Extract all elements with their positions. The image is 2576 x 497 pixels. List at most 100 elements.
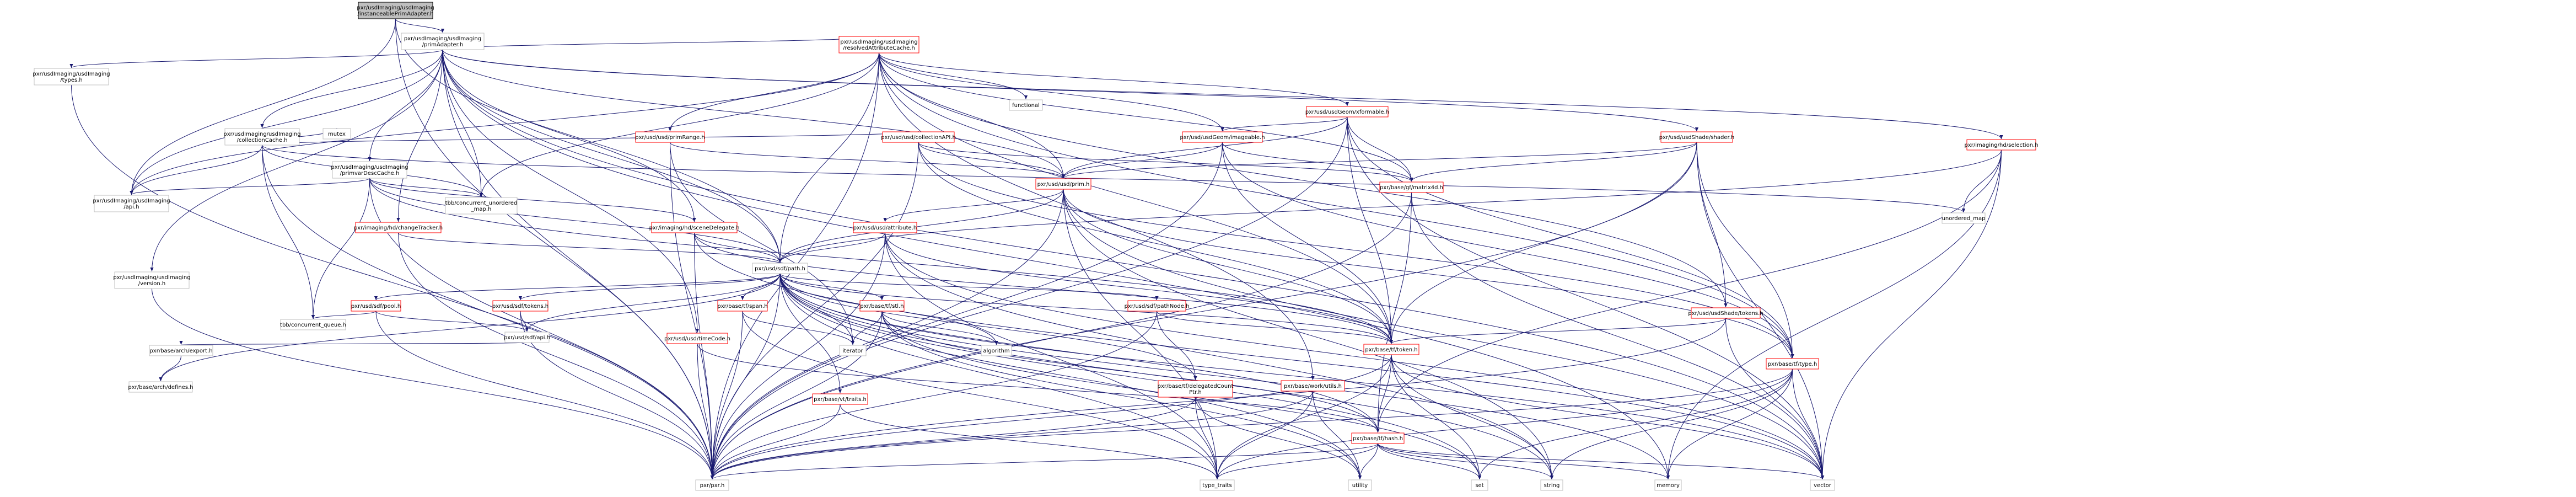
node-box: [1281, 380, 1345, 392]
edge-primAdapter-to-tbbUnordered: [442, 49, 483, 197]
node-pathNode[interactable]: pxr/usd/sdf/pathNode.h: [1125, 300, 1190, 312]
node-functional[interactable]: functional: [1009, 99, 1043, 111]
node-label: pxr/base/work/utils.h: [1284, 383, 1342, 389]
node-label: pxr/pxr.h: [700, 483, 725, 489]
node-sdfPool[interactable]: pxr/usd/sdf/pool.h: [351, 300, 401, 312]
node-tbbQueue[interactable]: tbb/concurrent_queue.h: [280, 319, 346, 330]
node-label: /api.h: [123, 204, 139, 210]
node-types[interactable]: pxr/usdImaging/usdImaging/types.h: [33, 68, 110, 85]
edge-primAdapter-to-memory: [442, 49, 1670, 480]
node-box: [1009, 99, 1043, 111]
node-collectionCache[interactable]: pxr/usdImaging/usdImaging/collectionCach…: [223, 128, 301, 146]
node-xformable[interactable]: pxr/usd/usdGeom/xformable.h: [1305, 106, 1389, 117]
node-primRange[interactable]: pxr/usd/usd/primRange.h: [635, 131, 705, 143]
node-attribute[interactable]: pxr/usd/usd/attribute.h: [853, 222, 917, 233]
edge-tfToken-to-pxr: [710, 354, 1392, 480]
edge-sdfPath-to-archDefines: [159, 273, 781, 382]
node-pxr[interactable]: pxr/pxr.h: [695, 479, 729, 491]
edge-shadeTokens-to-pxr: [710, 318, 1726, 480]
edge-sdfPath-to-set: [779, 273, 1482, 480]
node-archExport[interactable]: pxr/base/arch/export.h: [149, 345, 213, 356]
node-box: [981, 345, 1012, 356]
node-collectionAPI[interactable]: pxr/usd/usd/collectionAPI.h: [881, 131, 956, 143]
edge-sceneDelegate-to-pxr: [694, 232, 714, 480]
edge-resolvedAttributeCache-to-matrix4d: [879, 52, 1413, 182]
node-box: [445, 197, 518, 215]
edge-imageable-to-prim: [1061, 142, 1223, 179]
node-sdfTokens[interactable]: pxr/usd/sdf/tokens.h: [492, 300, 548, 312]
edge-workUtils-to-utility: [1313, 391, 1362, 480]
edge-tfType-to-vector: [1792, 368, 1825, 480]
node-vtTraits[interactable]: pxr/base/vt/traits.h: [812, 393, 868, 405]
node-typeTraits[interactable]: type_traits: [1200, 479, 1235, 491]
node-utility[interactable]: utility: [1348, 479, 1372, 491]
edge-collectionCache-to-collectionAPI: [262, 131, 920, 146]
edge-pathNode-to-tfToken: [1157, 311, 1394, 344]
edge-collectionCache-to-unorderedMap: [262, 145, 1965, 213]
node-unorderedMap[interactable]: unordered_map: [1942, 212, 1986, 224]
node-sceneDelegate[interactable]: pxr/imaging/hd/sceneDelegate.h: [649, 222, 740, 233]
edge-primvarDescCache-to-sceneDelegate: [369, 178, 696, 222]
node-vector[interactable]: vector: [1810, 479, 1835, 491]
edge-prim-to-tfType: [1063, 189, 1794, 359]
node-label: _map.h: [471, 206, 492, 212]
node-mutex[interactable]: mutex: [322, 128, 351, 140]
edge-version-to-pxr: [152, 288, 714, 480]
node-box: [1691, 307, 1761, 319]
node-version[interactable]: pxr/usdImaging/usdImaging/version.h: [113, 271, 191, 289]
node-tfSpan[interactable]: pxr/base/tf/span.h: [717, 300, 768, 312]
edge-resolvedAttributeCache-to-workUtils: [879, 52, 1315, 381]
node-tfToken[interactable]: pxr/base/tf/token.h: [1363, 344, 1419, 355]
node-archDefines[interactable]: pxr/base/arch/defines.h: [128, 381, 193, 393]
node-workUtils[interactable]: pxr/base/work/utils.h: [1281, 380, 1345, 392]
node-sdfApi[interactable]: pxr/usd/sdf/api.h: [504, 332, 550, 343]
node-timeCode[interactable]: pxr/usd/usd/timeCode.h: [664, 333, 730, 344]
edge-primvarDescCache-to-tbbQueue: [311, 178, 370, 319]
node-shader[interactable]: pxr/usd/usdShade/shader.h: [1659, 131, 1734, 143]
edge-sdfPath-to-tfSpan: [740, 273, 781, 301]
edge-root-to-primAdapter: [395, 18, 445, 33]
node-algorithm[interactable]: algorithm: [981, 345, 1012, 356]
edge-timeCode-to-pxr: [697, 343, 714, 480]
node-prim[interactable]: pxr/usd/usd/prim.h: [1035, 178, 1091, 190]
edge-sceneDelegate-to-vector: [694, 232, 1825, 480]
edge-attribute-to-tfToken: [885, 232, 1394, 344]
node-primAdapter[interactable]: pxr/usdImaging/usdImaging/primAdapter.h: [401, 33, 485, 50]
node-label: /collectionCache.h: [237, 137, 288, 143]
node-selection[interactable]: pxr/imaging/hd/selection.h: [1964, 139, 2039, 151]
node-changeTracker[interactable]: pxr/imaging/hd/changeTracker.h: [354, 222, 443, 233]
edge-vtTraits-to-pxr: [710, 404, 841, 480]
node-matrix4d[interactable]: pxr/base/gf/matrix4d.h: [1379, 181, 1444, 193]
node-box: [114, 271, 190, 289]
node-box: [1035, 178, 1091, 190]
node-iterator[interactable]: iterator: [839, 345, 867, 356]
node-memory[interactable]: memory: [1654, 479, 1682, 491]
edge-prim-to-tfToken: [1063, 189, 1394, 344]
node-tfType[interactable]: pxr/base/tf/type.h: [1766, 358, 1819, 370]
node-label: mutex: [328, 131, 346, 137]
node-tfHash[interactable]: pxr/base/tf/hash.h: [1351, 432, 1405, 444]
node-label: pxr/usd/usdGeom/imageable.h: [1180, 135, 1265, 141]
node-box: [1351, 432, 1405, 444]
node-sdfPath[interactable]: pxr/usd/sdf/path.h: [752, 263, 808, 274]
node-api[interactable]: pxr/usdImaging/usdImaging/api.h: [93, 195, 170, 212]
edge-primvarDescCache-to-api: [130, 178, 370, 195]
node-box: [635, 131, 705, 143]
node-label: type_traits: [1202, 483, 1231, 489]
node-primvarDescCache[interactable]: pxr/usdImaging/usdImaging/primvarDescCac…: [331, 161, 408, 179]
node-resolvedAttributeCache[interactable]: pxr/usdImaging/usdImaging/resolvedAttrib…: [838, 36, 919, 54]
node-root[interactable]: pxr/usdImaging/usdImaging/instanceablePr…: [357, 2, 434, 19]
node-box: [332, 161, 407, 179]
edge-tfHash-to-typeTraits: [1215, 443, 1378, 480]
edge-prim-to-sdfPath: [778, 189, 1064, 263]
edge-root-to-api: [130, 18, 396, 195]
edge-vtTraits-to-typeTraits: [840, 404, 1219, 480]
node-set[interactable]: set: [1471, 479, 1488, 491]
node-shadeTokens[interactable]: pxr/usd/usdShade/tokens.h: [1688, 307, 1763, 319]
node-imageable[interactable]: pxr/usd/usdGeom/imageable.h: [1180, 131, 1265, 143]
edge-tfStl-to-iterator: [851, 311, 883, 345]
node-tfStl[interactable]: pxr/base/tf/stl.h: [859, 300, 905, 312]
node-tbbUnordered[interactable]: tbb/concurrent_unordered_map.h: [445, 197, 518, 215]
node-string[interactable]: string: [1540, 479, 1563, 491]
